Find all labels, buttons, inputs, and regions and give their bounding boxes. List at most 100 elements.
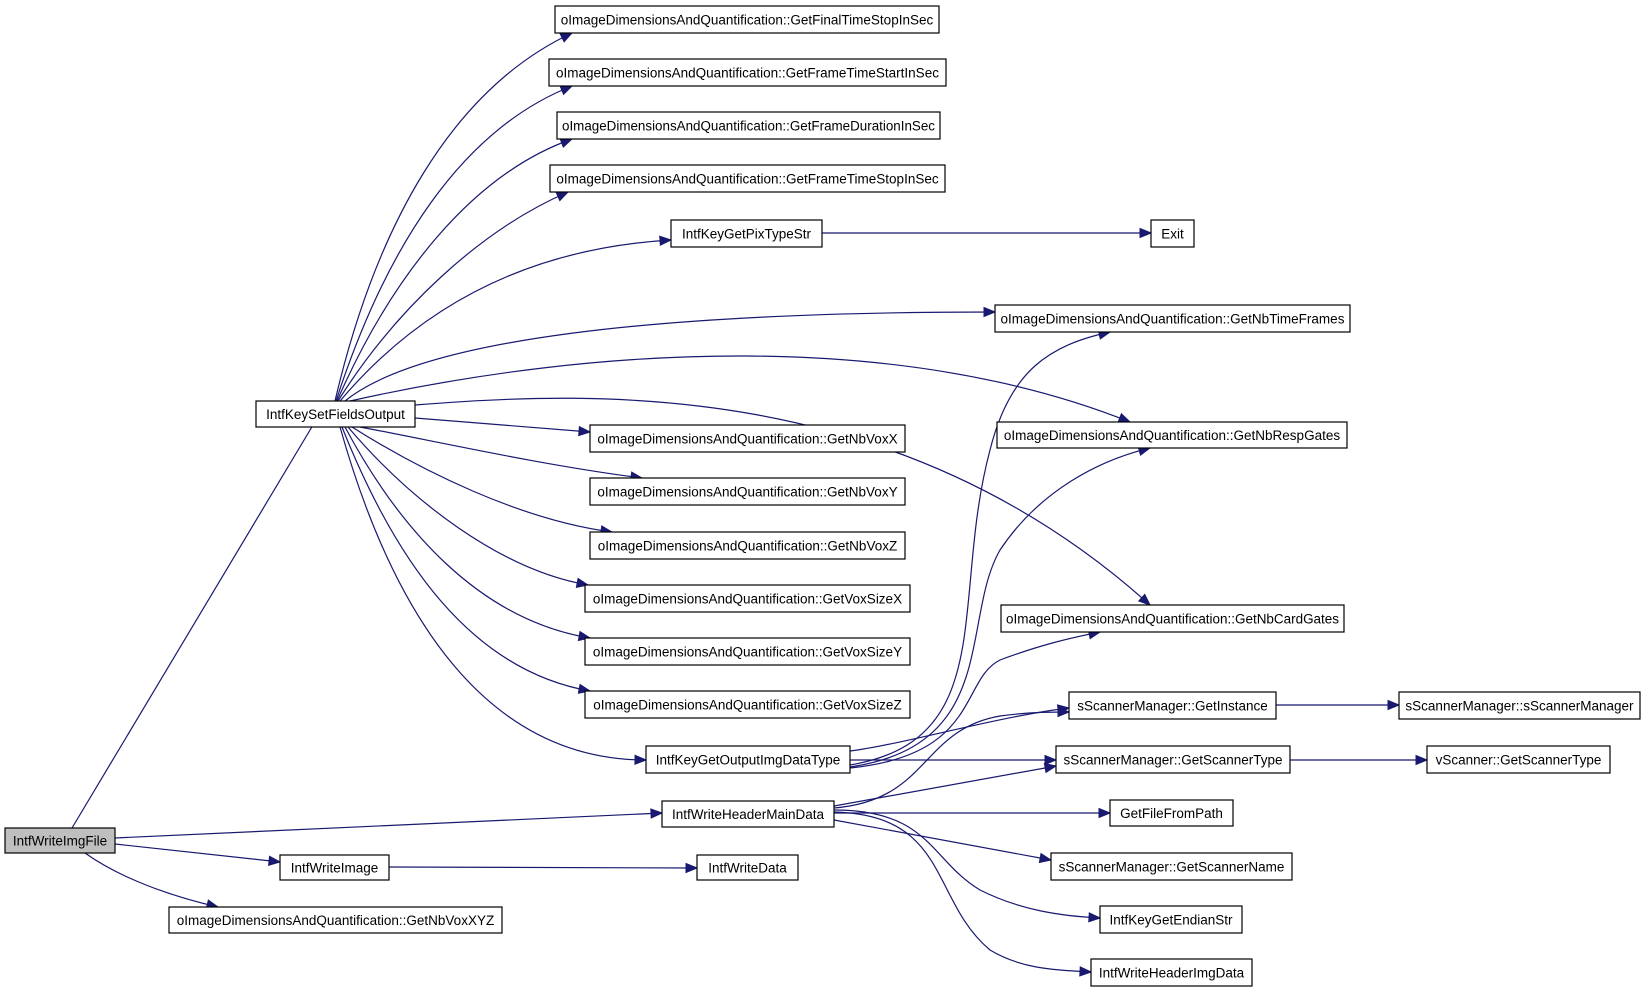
- arrowhead-icon: [1139, 227, 1153, 239]
- edge-ksfo-to-frdur: [336, 138, 574, 402]
- edge-root-to-whmd: [114, 808, 664, 839]
- node-pixstr[interactable]: IntfKeyGetPixTypeStr: [670, 219, 823, 248]
- node-frstop[interactable]: oImageDimensionsAndQuantification::GetFr…: [549, 164, 946, 193]
- node-label: IntfWriteHeaderMainData: [672, 807, 825, 822]
- edge-line: [349, 355, 1131, 423]
- node-box: [584, 637, 911, 666]
- node-sminst[interactable]: sScannerManager::GetInstance: [1068, 691, 1277, 720]
- node-wimg[interactable]: IntfWriteImage: [279, 854, 390, 881]
- node-nbxyz[interactable]: oImageDimensionsAndQuantification::GetNb…: [168, 906, 503, 934]
- edge-line: [336, 138, 573, 402]
- arrowhead-icon: [1117, 412, 1132, 423]
- edge-pixstr-to-exit: [822, 227, 1153, 239]
- node-label: oImageDimensionsAndQuantification::GetFr…: [556, 66, 939, 81]
- arrowhead-icon: [1137, 593, 1151, 606]
- node-ftstop[interactable]: oImageDimensionsAndQuantification::GetFi…: [554, 5, 940, 34]
- node-nbtf[interactable]: oImageDimensionsAndQuantification::GetNb…: [994, 304, 1351, 333]
- node-vz[interactable]: oImageDimensionsAndQuantification::GetNb…: [589, 531, 906, 560]
- edge-line: [347, 426, 589, 586]
- edge-line: [84, 852, 219, 908]
- node-vx[interactable]: oImageDimensionsAndQuantification::GetNb…: [589, 424, 906, 453]
- node-root[interactable]: IntfWriteImgFile: [4, 827, 116, 854]
- arrowhead-icon: [1098, 807, 1112, 819]
- arrowhead-icon: [1044, 754, 1058, 766]
- node-label: IntfWriteImgFile: [13, 834, 107, 849]
- edge-root-to-ksfo: [71, 403, 326, 829]
- edge-line: [833, 711, 1070, 809]
- node-wdata[interactable]: IntfWriteData: [696, 854, 799, 881]
- edge-ksfo-to-nbtf: [344, 306, 997, 402]
- node-box: [670, 219, 823, 248]
- edge-line: [388, 866, 698, 869]
- arrowhead-icon: [634, 754, 648, 766]
- nodes-layer: IntfWriteImgFileIntfKeySetFieldsOutputIn…: [4, 5, 1641, 987]
- node-nbcg[interactable]: oImageDimensionsAndQuantification::GetNb…: [1000, 604, 1345, 633]
- edge-ksfo-to-vsx: [347, 426, 590, 588]
- edge-wimg-to-wdata: [388, 862, 699, 874]
- node-smctor[interactable]: sScannerManager::sScannerManager: [1398, 691, 1641, 720]
- edge-line: [337, 191, 569, 402]
- node-label: IntfWriteHeaderImgData: [1099, 966, 1245, 981]
- arrowhead-icon: [578, 425, 592, 437]
- node-label: oImageDimensionsAndQuantification::GetNb…: [597, 485, 897, 500]
- node-exit[interactable]: Exit: [1150, 219, 1195, 248]
- node-label: sScannerManager::GetScannerType: [1063, 753, 1282, 768]
- node-box: [1398, 691, 1641, 720]
- node-endian[interactable]: IntfKeyGetEndianStr: [1099, 905, 1243, 934]
- arrowhead-icon: [983, 306, 997, 318]
- node-vsx[interactable]: oImageDimensionsAndQuantification::GetVo…: [584, 584, 911, 613]
- node-whmd[interactable]: IntfWriteHeaderMainData: [661, 800, 835, 828]
- node-frdur[interactable]: oImageDimensionsAndQuantification::GetFr…: [556, 111, 941, 140]
- node-vstype[interactable]: vScanner::GetScannerType: [1426, 745, 1611, 774]
- edge-line: [849, 331, 1111, 766]
- arrowhead-icon: [650, 808, 664, 819]
- node-box: [1090, 958, 1253, 987]
- arrowhead-icon: [1387, 699, 1401, 711]
- node-label: sScannerManager::GetInstance: [1077, 699, 1268, 714]
- node-box: [1426, 745, 1611, 774]
- edge-whmd-to-sminst: [833, 706, 1071, 809]
- edge-line: [833, 811, 1092, 973]
- edge-line: [341, 426, 591, 692]
- arrowhead-icon: [685, 862, 699, 874]
- node-box: [996, 421, 1348, 449]
- node-box: [589, 424, 906, 453]
- arrowhead-icon: [1043, 762, 1058, 774]
- node-box: [696, 854, 799, 881]
- node-smname[interactable]: sScannerManager::GetScannerName: [1050, 852, 1293, 881]
- node-box: [584, 584, 911, 613]
- node-label: oImageDimensionsAndQuantification::GetFr…: [556, 172, 938, 187]
- node-box: [1050, 852, 1293, 881]
- node-ksfo[interactable]: IntfKeySetFieldsOutput: [255, 400, 416, 428]
- node-label: oImageDimensionsAndQuantification::GetNb…: [597, 432, 897, 447]
- node-box: [279, 854, 390, 881]
- node-label: oImageDimensionsAndQuantification::GetNb…: [1004, 428, 1340, 443]
- edge-ksfo-to-oidt: [339, 426, 648, 766]
- edge-line: [114, 812, 663, 839]
- node-vy[interactable]: oImageDimensionsAndQuantification::GetNb…: [589, 477, 906, 506]
- node-whid[interactable]: IntfWriteHeaderImgData: [1090, 958, 1253, 987]
- node-oidt[interactable]: IntfKeyGetOutputImgDataType: [645, 745, 851, 774]
- node-vsy[interactable]: oImageDimensionsAndQuantification::GetVo…: [584, 637, 911, 666]
- node-label: Exit: [1161, 227, 1184, 242]
- edge-root-to-wimg: [114, 843, 282, 866]
- node-label: oImageDimensionsAndQuantification::GetFr…: [562, 119, 935, 134]
- node-label: IntfKeySetFieldsOutput: [266, 407, 405, 422]
- node-box: [255, 400, 416, 428]
- node-label: oImageDimensionsAndQuantification::GetVo…: [593, 645, 902, 660]
- node-ffp[interactable]: GetFileFromPath: [1109, 799, 1234, 827]
- edge-line: [833, 809, 1101, 919]
- edge-ksfo-to-nbcg: [414, 397, 1151, 606]
- node-smtype[interactable]: sScannerManager::GetScannerType: [1055, 745, 1291, 774]
- node-frstart[interactable]: oImageDimensionsAndQuantification::GetFr…: [548, 58, 947, 87]
- node-box: [1109, 799, 1234, 827]
- node-label: oImageDimensionsAndQuantification::GetFi…: [561, 13, 934, 28]
- edge-line: [833, 765, 1057, 807]
- node-vsz[interactable]: oImageDimensionsAndQuantification::GetVo…: [584, 690, 911, 719]
- node-label: vScanner::GetScannerType: [1436, 753, 1602, 768]
- node-label: oImageDimensionsAndQuantification::GetVo…: [593, 592, 902, 607]
- node-nbrg[interactable]: oImageDimensionsAndQuantification::GetNb…: [996, 421, 1348, 449]
- edge-whmd-to-endian: [833, 809, 1102, 923]
- edge-line: [833, 819, 1052, 861]
